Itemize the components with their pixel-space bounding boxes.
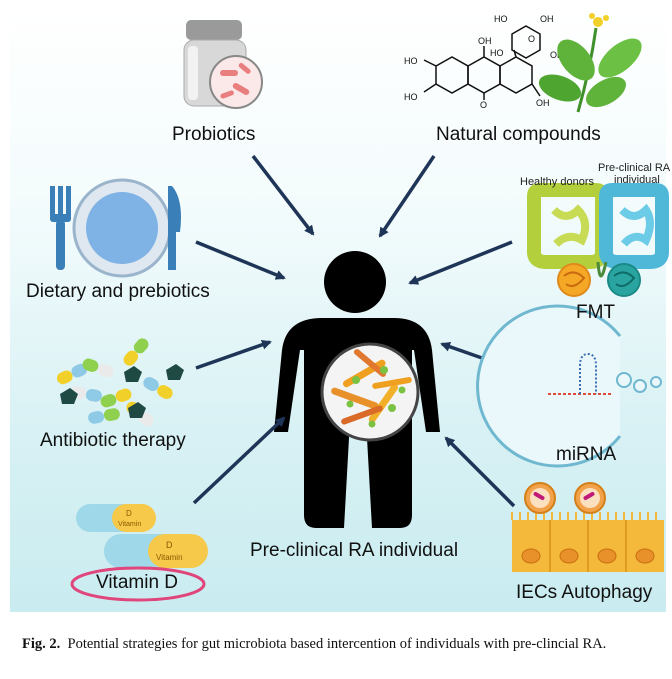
mirna-cell-icon: [476, 304, 662, 468]
label-antibiotic-therapy: Antibiotic therapy: [40, 430, 186, 451]
plate-cutlery-icon: [50, 178, 181, 278]
iecs-autophagy-icon: [511, 482, 664, 572]
vitamin-pill-word-1: Vitamin: [118, 521, 141, 528]
vitamin-d-pills-icon: D Vitamin D Vitamin: [76, 504, 208, 568]
mol-label-ho-3: HO: [494, 14, 508, 24]
arrow-antibiotic: [195, 339, 272, 370]
mol-label-o-1: O: [480, 100, 487, 110]
label-vitamin-d: Vitamin D: [96, 572, 179, 593]
label-healthy-donors: Healthy donors: [520, 176, 594, 188]
label-fmt: FMT: [576, 302, 616, 323]
arrow-vitamin-d: [192, 416, 286, 505]
mol-label-oh-3: OH: [540, 14, 554, 24]
label-iecs-autophagy: IECs Autophagy: [516, 582, 653, 603]
antibiotic-pills-icon: [56, 338, 184, 427]
molecule-labels: HO HO OH O OH HO OH OH HO O: [404, 14, 564, 110]
mol-label-ho-1: HO: [404, 56, 418, 66]
mol-label-ho-2: HO: [404, 92, 418, 102]
label-mirna: miRNA: [556, 444, 617, 465]
gut-microbiota-icon: [320, 342, 420, 442]
diagram-graphics: HO HO OH O OH HO OH OH HO O: [50, 13, 669, 602]
figure-caption: Fig. 2. Potential strategies for gut mic…: [22, 636, 662, 653]
mol-label-ho-4: HO: [490, 48, 504, 58]
plant-icon: [538, 13, 642, 113]
vitamin-d-highlight: [70, 566, 206, 602]
label-dietary-prebiotics: Dietary and prebiotics: [26, 281, 210, 302]
molecule-structure-icon: [423, 25, 541, 100]
label-center-person: Pre-clinical RA individual: [250, 540, 459, 561]
vitamin-pill-word-2: Vitamin: [156, 553, 183, 562]
arrow-probiotics: [251, 154, 315, 236]
mol-label-oh-1: OH: [478, 36, 492, 46]
caption-text: Potential strategies for gut microbiota …: [67, 636, 607, 652]
arrow-natural-compounds: [378, 155, 436, 238]
label-probiotics: Probiotics: [172, 124, 256, 145]
label-pre-clinical-ra-line2: individual: [614, 174, 660, 186]
vitamin-pill-letter-1: D: [126, 509, 132, 518]
fmt-intestines-icon: [527, 183, 669, 297]
vitamin-pill-letter-2: D: [166, 540, 173, 550]
caption-prefix: Fig. 2.: [22, 636, 61, 652]
arrow-fmt: [408, 240, 513, 285]
arrow-dietary: [195, 240, 286, 280]
label-pre-clinical-ra-line1: Pre-clinical RA: [598, 162, 671, 174]
mol-label-o-2: O: [528, 34, 535, 44]
mol-label-oh-4: OH: [550, 50, 564, 60]
mol-label-oh-2: OH: [536, 98, 550, 108]
probiotics-bottle-icon: [183, 20, 263, 109]
arrow-iecs: [444, 436, 516, 508]
label-natural-compounds: Natural compounds: [436, 124, 601, 145]
